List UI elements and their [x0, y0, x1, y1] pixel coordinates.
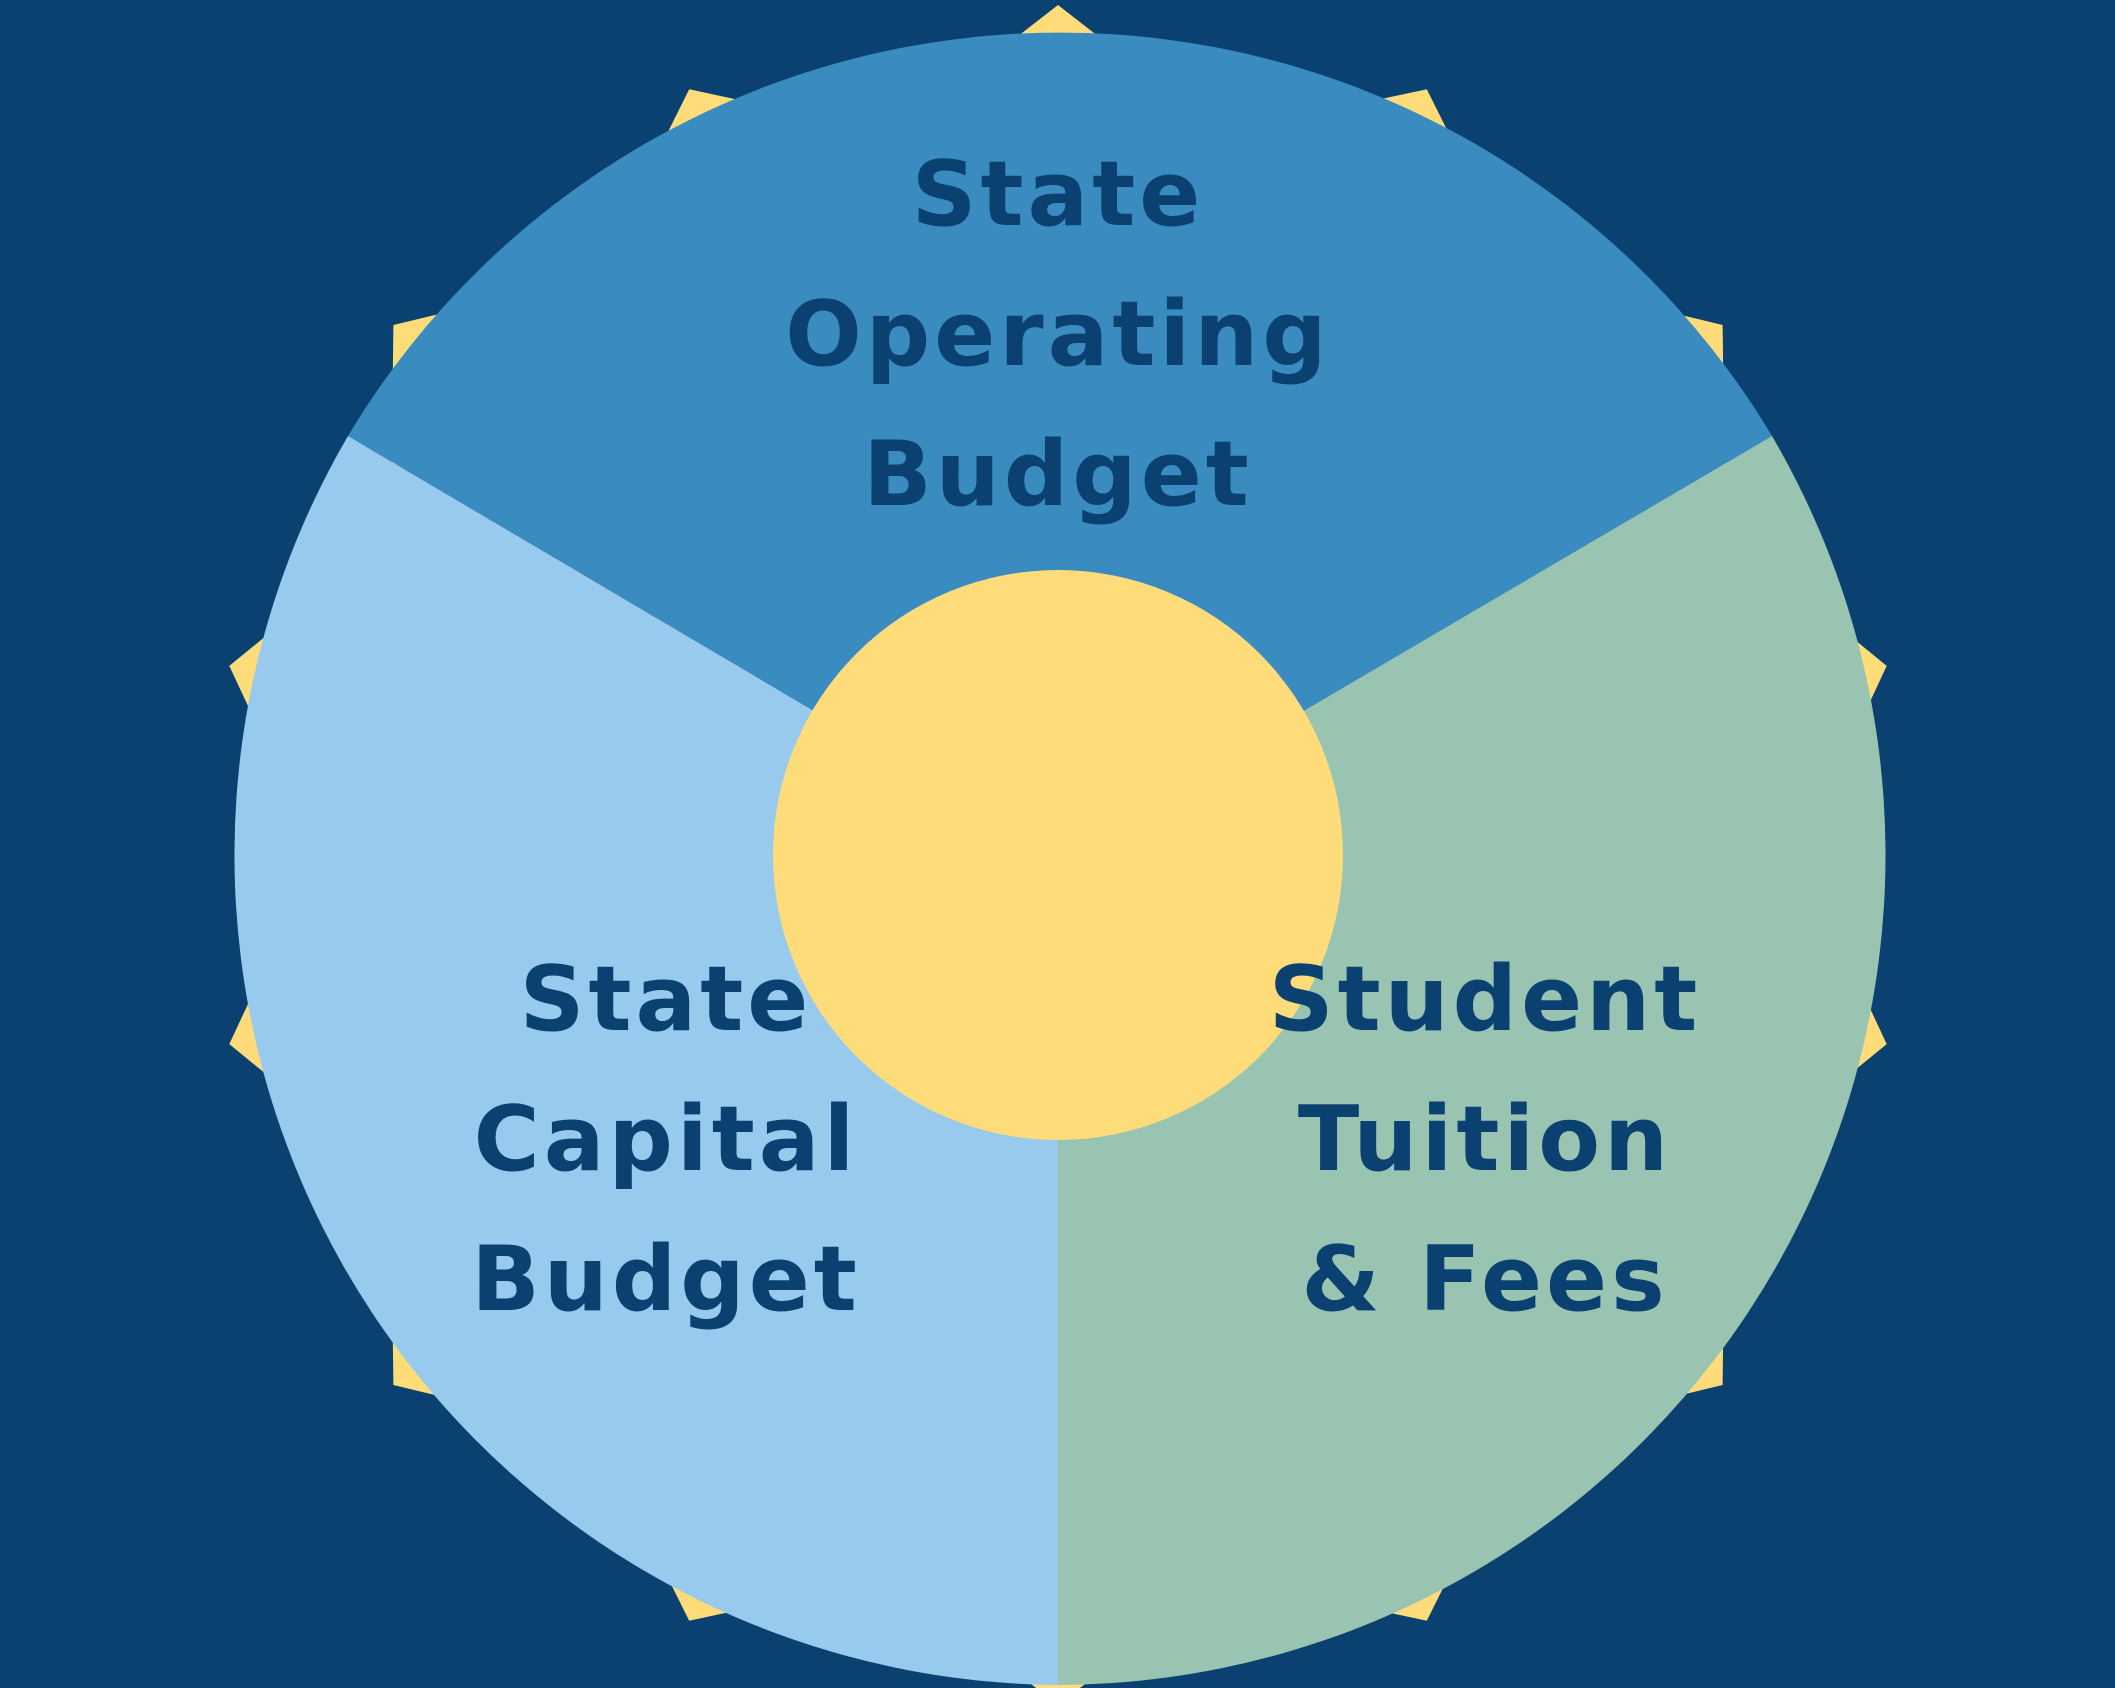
- operating-label-line-1: State: [912, 142, 1205, 247]
- segment-capital-label: State Capital Budget: [471, 947, 861, 1332]
- tuition-label-line-1: Student: [1269, 947, 1701, 1052]
- segment-operating-label: State Operating Budget: [785, 142, 1330, 527]
- capital-label-line-2: Capital: [474, 1087, 859, 1192]
- capital-label-line-3: Budget: [471, 1227, 861, 1332]
- tuition-label-line-2: Tuition: [1298, 1087, 1672, 1192]
- tuition-label-line-3: & Fees: [1301, 1227, 1668, 1332]
- segment-tuition-label: Student Tuition & Fees: [1269, 947, 1701, 1332]
- center-circle: [773, 570, 1343, 1140]
- segment-operating: [348, 32, 1772, 855]
- operating-label-line-2: Operating: [785, 282, 1330, 387]
- operating-label-line-3: Budget: [863, 422, 1253, 527]
- capital-label-line-1: State: [520, 947, 813, 1052]
